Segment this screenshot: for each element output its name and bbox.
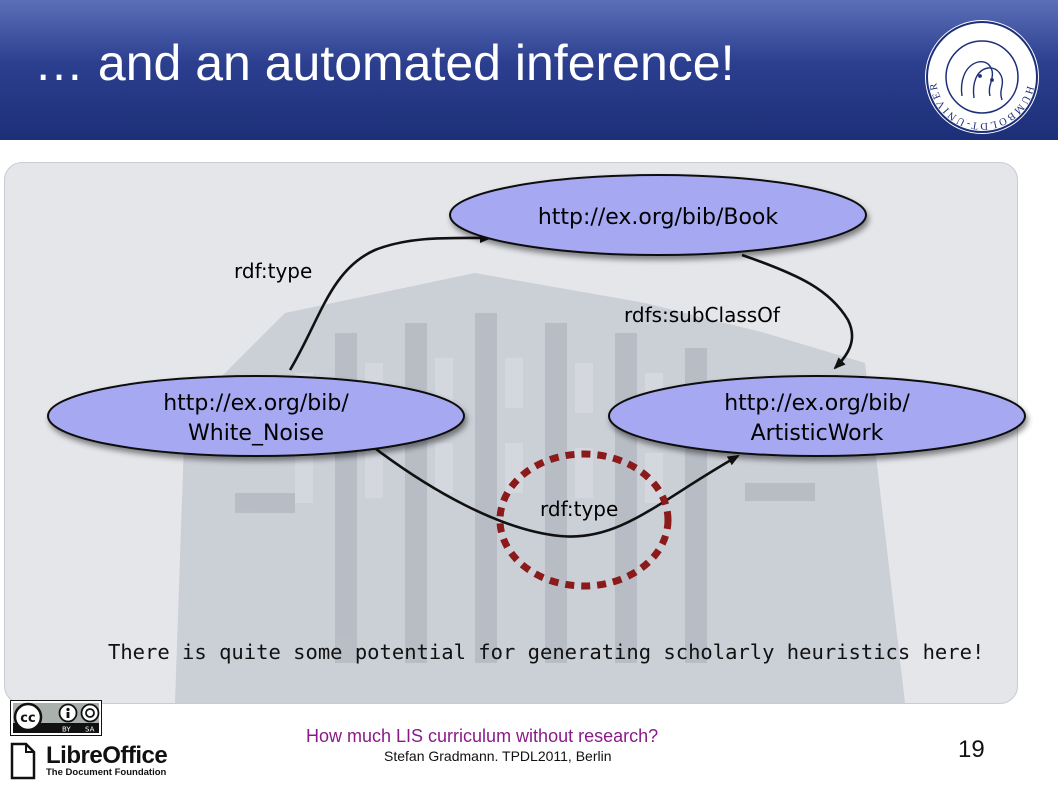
creative-commons-badge: cc BY SA [10,700,102,736]
libreoffice-name-part1: Libre [46,742,103,769]
libreoffice-logo: LibreOffice The Document Foundation [10,740,170,782]
portrait-icon [960,61,1004,101]
caption-text: There is quite some potential for genera… [108,640,985,664]
inference-highlight-circle [496,450,672,590]
node-artistic-work-label-line1: http://ex.org/bib/ [724,391,910,416]
edge-label-rdf-type-inferred: rdf:type [540,497,618,521]
edge-label-rdf-type-top: rdf:type [234,259,312,283]
node-artistic-work-label-line2: ArtisticWork [751,421,884,446]
edge-label-subclassof: rdfs:subClassOf [624,303,781,327]
edge-inferred-rdf-type [371,444,740,538]
libreoffice-tagline: The Document Foundation [46,767,167,778]
node-white-noise [47,375,465,457]
node-white-noise-label-line1: http://ex.org/bib/ [163,391,349,416]
title-bar: … and an automated inference! HUMBOLDT-U… [0,0,1058,140]
page-number: 19 [958,736,985,763]
edge-rdf-type-to-book [288,232,492,371]
share-alike-icon [80,703,100,723]
svg-text:cc: cc [20,711,35,726]
university-seal: HUMBOLDT-UNIVERSITÄT ZU BERLIN [922,18,1039,134]
footer-title: How much LIS curriculum without research… [306,726,659,746]
slide-title: … and an automated inference! [34,35,735,91]
footer-author: Stefan Gradmann. TPDL2011, Berlin [384,748,612,764]
node-artistic-work [608,375,1026,457]
cc-by-label: BY [62,726,71,734]
document-icon [10,742,36,780]
edge-subclassof [741,253,854,370]
attribution-icon [58,703,78,723]
cc-icon: cc [13,702,43,732]
node-book-label: http://ex.org/bib/Book [538,205,779,230]
node-white-noise-label-line2: White_Noise [188,421,324,446]
cc-sa-label: SA [85,726,95,734]
libreoffice-name-part2: Office [102,742,168,769]
node-book [449,174,867,256]
